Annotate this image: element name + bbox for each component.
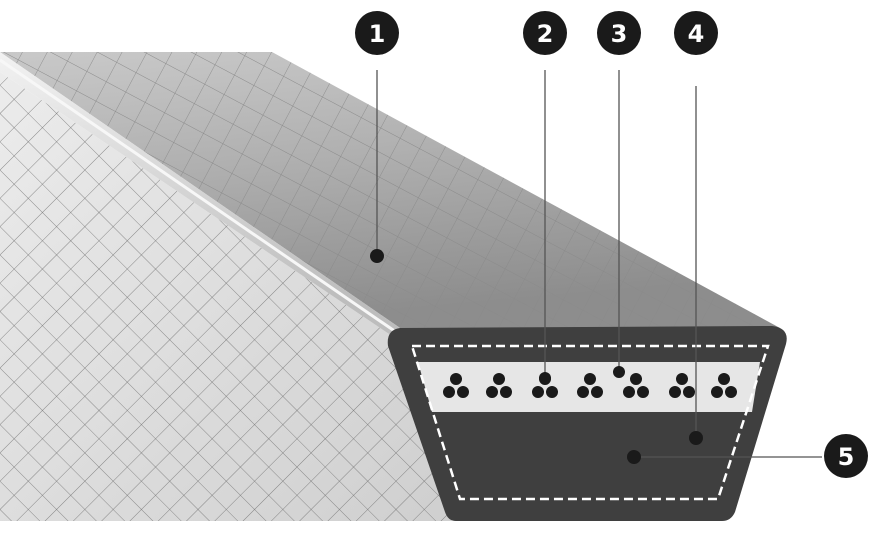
tension-cords bbox=[443, 373, 737, 398]
callout-3: 3 bbox=[597, 11, 641, 55]
callout-5-label: 5 bbox=[838, 443, 855, 471]
target-dot-4 bbox=[689, 431, 703, 445]
dashed-cover-line bbox=[410, 344, 770, 501]
cord-layer bbox=[418, 362, 760, 412]
target-dot-2 bbox=[539, 372, 551, 384]
leader-dots bbox=[370, 249, 703, 464]
callout-4-label: 4 bbox=[688, 20, 705, 48]
cord-group bbox=[623, 373, 649, 398]
cord-group bbox=[669, 373, 695, 398]
cord-group bbox=[443, 373, 469, 398]
target-dot-1 bbox=[370, 249, 384, 263]
callout-3-label: 3 bbox=[611, 20, 628, 48]
cord-group bbox=[486, 373, 512, 398]
cross-section-outer bbox=[387, 326, 787, 521]
target-dot-5 bbox=[627, 450, 641, 464]
cord-group bbox=[711, 373, 737, 398]
callout-4: 4 bbox=[674, 11, 718, 55]
belt-cross-section bbox=[387, 326, 787, 521]
callout-2: 2 bbox=[523, 11, 567, 55]
leader-lines bbox=[376, 70, 822, 458]
callout-5: 5 bbox=[824, 434, 868, 478]
callout-1: 1 bbox=[355, 11, 399, 55]
target-dot-3 bbox=[613, 366, 625, 378]
callout-2-label: 2 bbox=[537, 20, 554, 48]
cord-group bbox=[577, 373, 603, 398]
callout-1-label: 1 bbox=[369, 20, 386, 48]
